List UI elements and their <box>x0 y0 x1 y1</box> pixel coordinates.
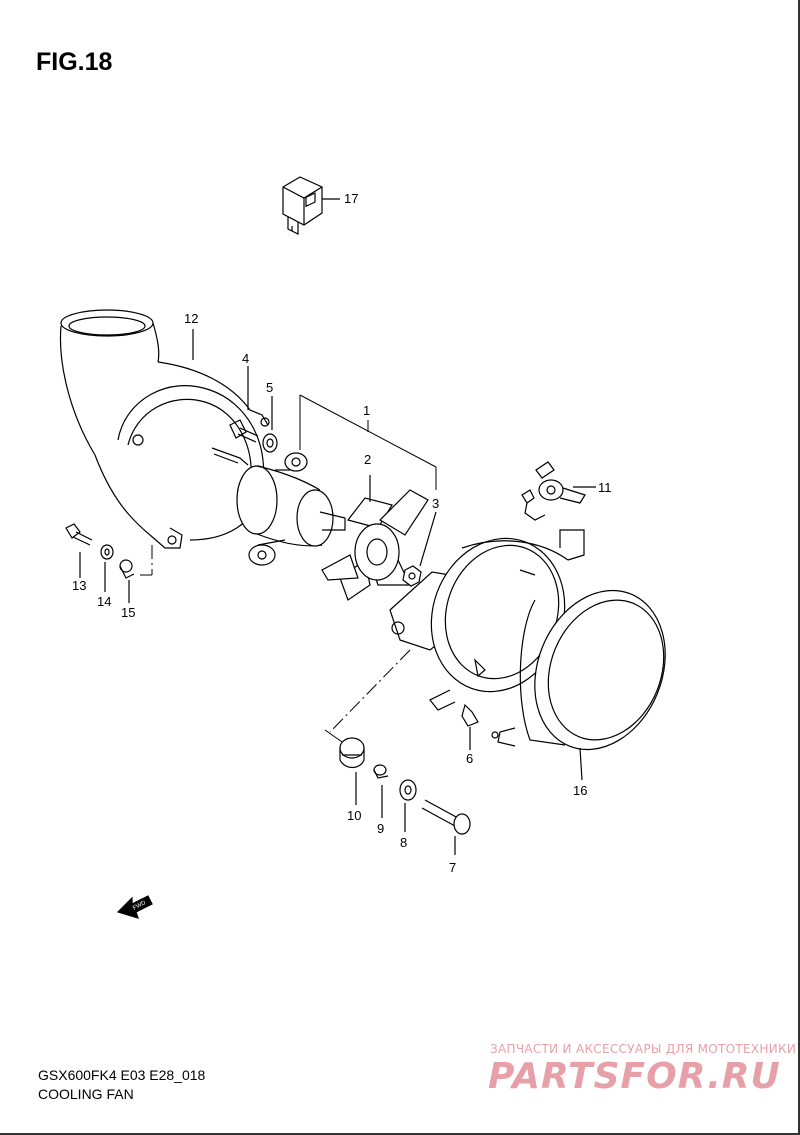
callout-17: 17 <box>344 191 358 206</box>
fan-shroud-part <box>59 309 270 549</box>
bolt-13-part <box>65 523 93 578</box>
callout-5: 5 <box>266 380 273 395</box>
callout-11: 11 <box>598 480 612 495</box>
callout-14: 14 <box>97 594 111 609</box>
callout-8: 8 <box>400 835 407 850</box>
callout-15: 15 <box>121 605 135 620</box>
bolt-4-part <box>229 366 259 443</box>
frame-bottom-edge <box>0 1133 800 1135</box>
callout-1: 1 <box>363 403 370 418</box>
frame-right-edge <box>798 0 800 1135</box>
alignment-lines <box>151 545 411 733</box>
callout-7: 7 <box>449 860 456 875</box>
washer-5-part <box>262 396 278 453</box>
collar-15-part <box>119 559 135 603</box>
collar-9-part <box>373 764 389 818</box>
washer-14-part <box>100 544 114 592</box>
relay-part <box>282 176 340 235</box>
watermark-logo: PARTSFOR.RU <box>488 1056 781 1097</box>
callout-12: 12 <box>184 311 198 326</box>
callout-3: 3 <box>432 496 439 511</box>
washer-8-part <box>399 779 417 832</box>
fwd-arrow-icon: FWD <box>116 895 153 919</box>
bracket-11-part <box>521 461 596 521</box>
callout-2: 2 <box>364 452 371 467</box>
fan-motor-part <box>211 447 346 566</box>
fan-ring-16-part <box>491 589 666 781</box>
fan-blade-part <box>321 475 429 601</box>
watermark-tagline: ЗАПЧАСТИ И АКСЕССУАРЫ ДЛЯ МОТОТЕХНИКИ <box>490 1042 797 1056</box>
fan-housing-part <box>389 529 585 727</box>
watermark-logo-text: PARTSFOR.RU <box>488 1056 781 1097</box>
figure-title: FIG.18 <box>36 48 113 76</box>
callout-4: 4 <box>242 351 249 366</box>
screw-7-part <box>421 799 471 855</box>
diagram-name: COOLING FAN <box>38 1086 134 1102</box>
callout-10: 10 <box>347 808 361 823</box>
callout-16: 16 <box>573 783 587 798</box>
group-bracket-1 <box>299 394 437 490</box>
model-code: GSX600FK4 E03 E28_018 <box>38 1067 206 1083</box>
nut-3-part <box>402 511 437 587</box>
callout-13: 13 <box>72 578 86 593</box>
callout-9: 9 <box>377 821 384 836</box>
grommet-10-part <box>339 737 365 805</box>
callout-6: 6 <box>466 751 473 766</box>
